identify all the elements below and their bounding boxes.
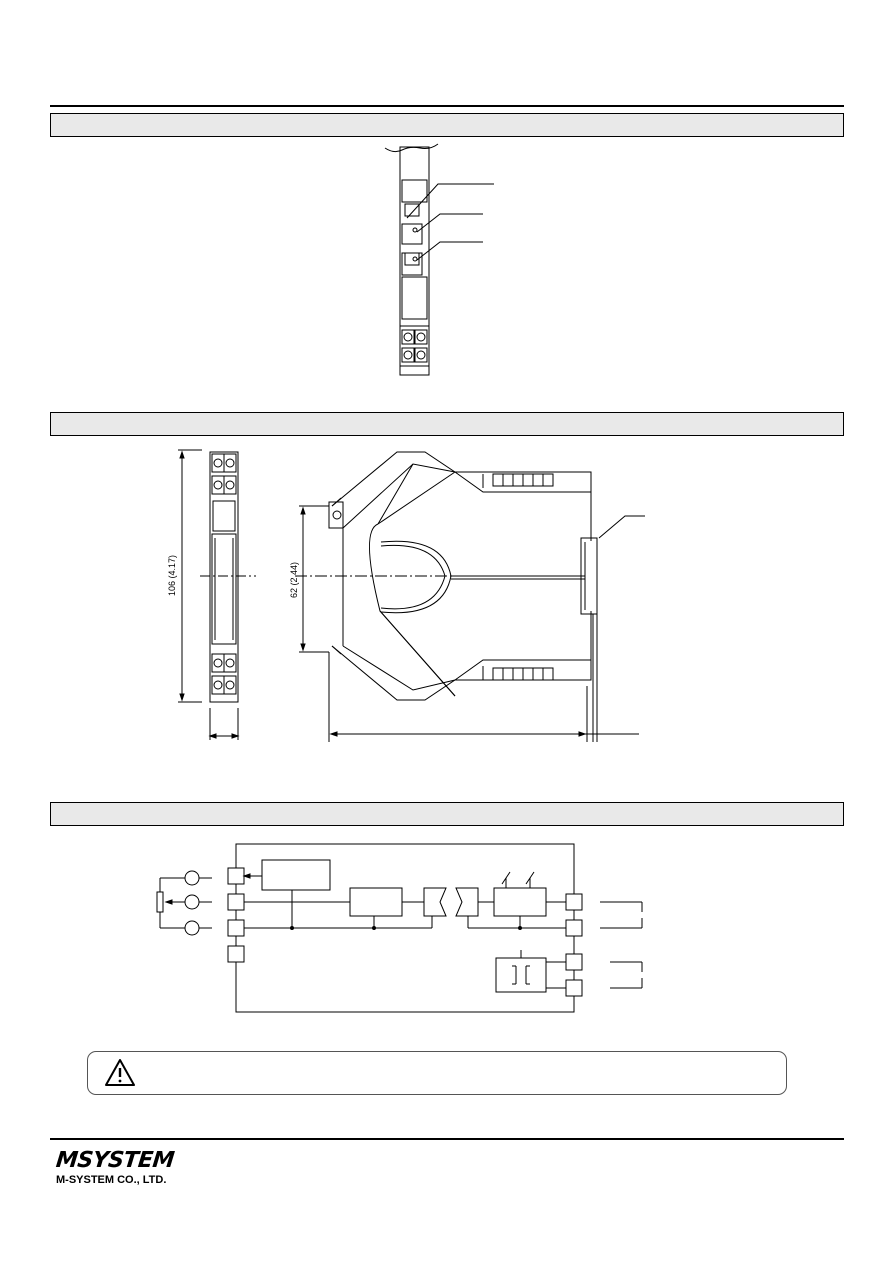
company-logo: MSYSTEM M-SYSTEM CO., LTD. [54, 1148, 196, 1189]
caution-notice [87, 1051, 787, 1095]
block-diagram [150, 840, 660, 1020]
company-name: M-SYSTEM CO., LTD. [56, 1174, 167, 1186]
depth-dimension-label: 62 (2.44) [289, 562, 299, 598]
header-rule [50, 105, 844, 107]
front-view-drawing [380, 142, 500, 378]
dimensions-side-view: 106 (4.17) [160, 446, 270, 746]
height-dimension-label: 106 (4.17) [167, 555, 177, 596]
warning-triangle-icon [104, 1058, 136, 1088]
footer-rule [50, 1138, 844, 1140]
dimensions-profile-view: 62 (2.44) [285, 446, 645, 746]
section-bar-block-diagram [50, 802, 844, 826]
section-bar-dimensions [50, 412, 844, 436]
section-bar-front-view [50, 113, 844, 137]
logo-wordmark: MSYSTEM [54, 1148, 176, 1173]
